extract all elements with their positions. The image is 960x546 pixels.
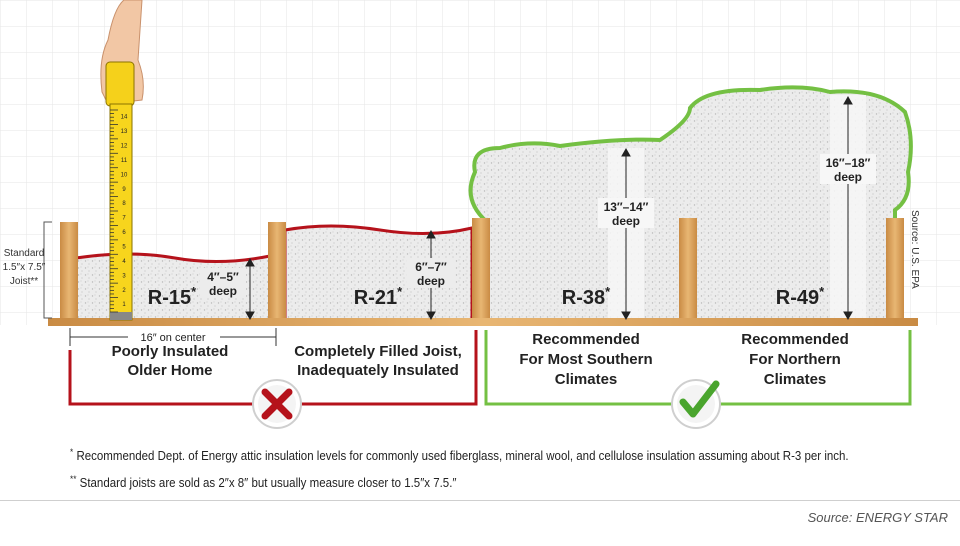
- source-bar: Source: ENERGY STAR: [0, 500, 960, 546]
- tape-number: 2: [122, 288, 126, 294]
- x-mark-icon: [252, 379, 302, 429]
- depth-r15-deep: deep: [209, 284, 237, 298]
- depth-r38-value: 13″–14″: [604, 200, 649, 214]
- tape-number: 8: [122, 201, 126, 207]
- tape-number: 10: [121, 172, 128, 178]
- footnote-2: ** Standard joists are sold as 2″x 8″ bu…: [70, 474, 456, 490]
- joist-4: [679, 218, 697, 320]
- tape-number: 1: [122, 302, 126, 308]
- ceiling-board: [48, 318, 918, 326]
- r15-label: R-15*: [148, 284, 197, 309]
- footnote-2-text: Standard joists are sold as 2″x 8″ but u…: [79, 476, 457, 491]
- tape-number: 11: [121, 158, 128, 164]
- caption-north-line1: Recommended: [741, 331, 849, 348]
- depth-bg-r49: [820, 154, 876, 184]
- r21-label: R-21*: [354, 284, 403, 309]
- depth-bg-r21: [407, 258, 455, 288]
- tape-number: 7: [122, 216, 126, 222]
- depth-r49-value: 16″–18″: [826, 156, 871, 170]
- caption-filled-line2: Inadequately Insulated: [297, 362, 459, 379]
- caption-poor-line2: Older Home: [127, 362, 212, 379]
- tape-number: 6: [122, 230, 126, 236]
- tape-number: 9: [122, 187, 126, 193]
- insulation-r38-r49: [468, 85, 913, 322]
- depth-bg-r15: [200, 268, 246, 298]
- side-source-label: Source: U.S. EPA: [909, 210, 920, 289]
- caption-north-line2: For Northern: [749, 351, 841, 368]
- caption-south-line3: Climates: [555, 371, 618, 388]
- caption-south-line2: For Most Southern: [519, 351, 652, 368]
- r38-label: R-38*: [562, 284, 611, 309]
- source-label: Source: ENERGY STAR: [807, 510, 948, 525]
- joist-bracket: [43, 221, 52, 319]
- footnote-2-mark: **: [70, 474, 77, 484]
- footnote-1: * Recommended Dept. of Energy attic insu…: [70, 447, 849, 463]
- source-divider: [0, 500, 960, 501]
- on-center-dimension: [69, 328, 277, 346]
- check-mark-icon: [671, 379, 721, 429]
- tape-number: 14: [121, 115, 128, 121]
- depth-r15-value: 4″–5″: [207, 270, 239, 284]
- depth-r21-deep: deep: [417, 274, 445, 288]
- joist-3: [472, 218, 490, 320]
- on-center-label: 16″ on center: [140, 332, 205, 344]
- tape-number: 4: [122, 259, 126, 265]
- joist-label-line1: Standard: [4, 248, 45, 259]
- joist-label-line2: 1.5″x 7.5″: [3, 262, 46, 273]
- joist-label-line3: Joist**: [10, 276, 38, 287]
- tape-number: 3: [122, 273, 126, 279]
- depth-bg-r38: [598, 198, 654, 228]
- footnote-1-text: Recommended Dept. of Energy attic insula…: [76, 449, 849, 464]
- caption-poor-line1: Poorly Insulated: [112, 343, 229, 360]
- joist-2: [268, 222, 286, 320]
- caption-south-line1: Recommended: [532, 331, 640, 348]
- tape-number: 13: [121, 129, 128, 135]
- tape-number: 5: [122, 245, 126, 251]
- r49-label: R-49*: [776, 284, 825, 309]
- depth-arrows: [245, 95, 853, 321]
- depth-r21-value: 6″–7″: [415, 260, 447, 274]
- tape-measure-icon: 14 13 12 11 10 9 8 7 6 5 4 3 2 1: [105, 61, 135, 321]
- footnote-1-mark: *: [70, 447, 74, 457]
- joist-5: [886, 218, 904, 320]
- caption-north-line3: Climates: [764, 371, 827, 388]
- depth-r49-deep: deep: [834, 170, 862, 184]
- joist-1: [60, 222, 78, 320]
- depth-r38-deep: deep: [612, 214, 640, 228]
- caption-filled-line1: Completely Filled Joist,: [294, 343, 462, 360]
- tape-number: 12: [121, 144, 128, 150]
- insulation-r21: [283, 224, 474, 322]
